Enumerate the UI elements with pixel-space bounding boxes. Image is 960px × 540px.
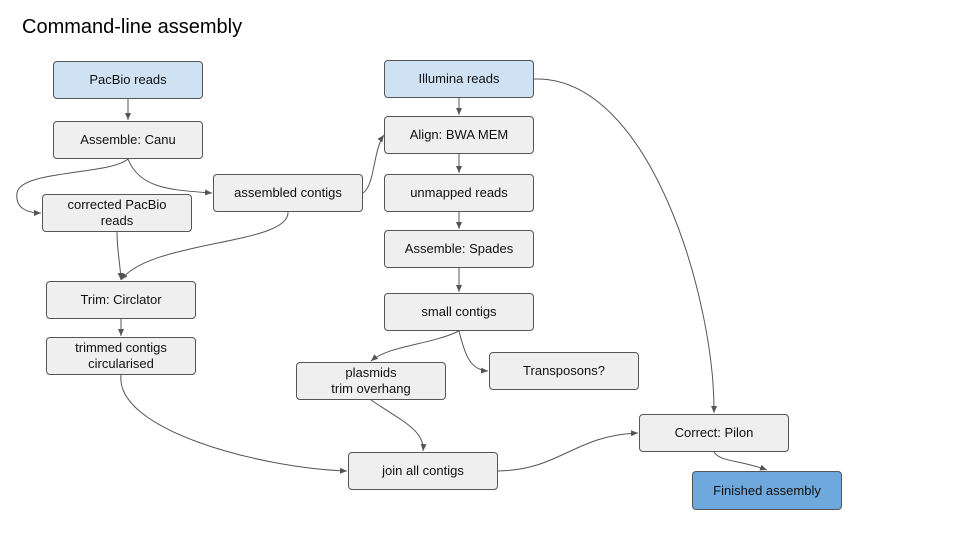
- edge-canu-to-assembled: [127, 158, 213, 196]
- node-trim-circlator: Trim: Circlator: [46, 281, 196, 319]
- diagram-title: Command-line assembly: [22, 16, 243, 38]
- edge-canu-to-corrected: [16, 158, 129, 216]
- edge-join-to-pilon: [497, 430, 639, 472]
- node-assembled-contigs: assembled contigs: [213, 174, 363, 212]
- edge-assembled-to-bwa: [362, 134, 385, 194]
- node-assemble-canu: Assemble: Canu: [53, 121, 203, 159]
- node-finished-assembly: Finished assembly: [692, 471, 842, 510]
- node-pacbio-reads: PacBio reads: [53, 61, 203, 99]
- edge-corrected-to-trim: [116, 231, 124, 281]
- edge-pilon-to-finished: [713, 451, 768, 471]
- node-correct-pilon: Correct: Pilon: [639, 414, 789, 452]
- edge-trimmed-to-join: [120, 374, 348, 474]
- node-align-bwa-mem: Align: BWA MEM: [384, 116, 534, 154]
- node-corrected-pacbio-reads: corrected PacBio reads: [42, 194, 192, 232]
- node-small-contigs: small contigs: [384, 293, 534, 331]
- node-unmapped-reads: unmapped reads: [384, 174, 534, 212]
- edge-assembled-to-trim: [120, 211, 289, 281]
- node-transposons: Transposons?: [489, 352, 639, 390]
- edge-illumina-to-pilon: [533, 78, 718, 414]
- edge-small-to-plasmids: [370, 330, 460, 362]
- node-join-all-contigs: join all contigs: [348, 452, 498, 490]
- node-trimmed-contigs: trimmed contigs circularised: [46, 337, 196, 375]
- node-assemble-spades: Assemble: Spades: [384, 230, 534, 268]
- edge-small-to-transposons: [458, 330, 489, 374]
- node-plasmids-trim-overhang: plasmids trim overhang: [296, 362, 446, 400]
- node-illumina-reads: Illumina reads: [384, 60, 534, 98]
- edge-plasmids-to-join: [370, 399, 427, 452]
